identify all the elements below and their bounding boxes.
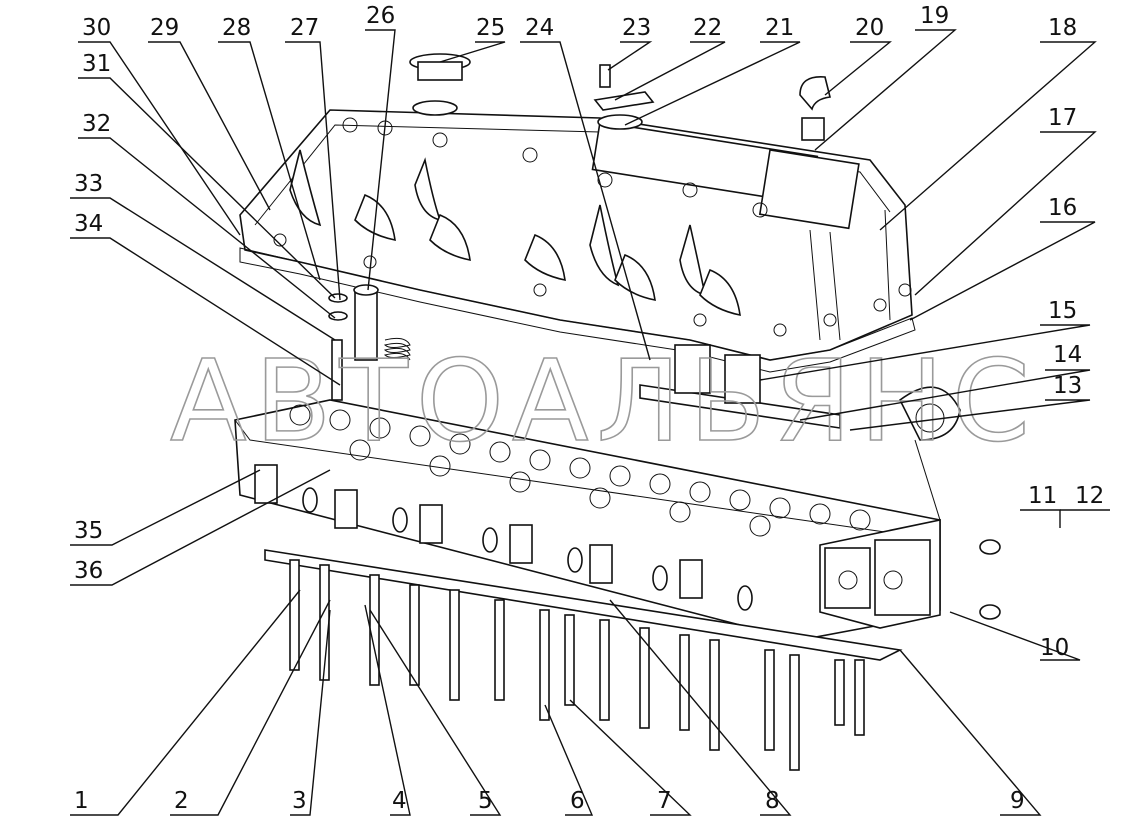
- callout-16: 16: [1048, 195, 1077, 221]
- callout-23: 23: [622, 15, 651, 41]
- callout-13: 13: [1053, 373, 1082, 399]
- cylinder-head: [234, 386, 1001, 641]
- callout-31: 31: [82, 51, 111, 77]
- callout-labels: 1 2 3 4 5 6 7 8 9 10 11 12 13 14 15 16 1…: [74, 3, 1104, 814]
- callout-12: 12: [1075, 483, 1104, 509]
- callout-20: 20: [855, 15, 884, 41]
- callout-22: 22: [693, 15, 722, 41]
- callout-24: 24: [525, 15, 554, 41]
- callout-11: 11: [1028, 483, 1057, 509]
- callout-8: 8: [765, 788, 780, 814]
- callout-5: 5: [478, 788, 493, 814]
- valve-components: [328, 284, 411, 401]
- callout-14: 14: [1053, 342, 1082, 368]
- callout-30: 30: [82, 15, 111, 41]
- callout-28: 28: [222, 15, 251, 41]
- callout-1: 1: [74, 788, 89, 814]
- callout-3: 3: [292, 788, 307, 814]
- callout-15: 15: [1048, 298, 1077, 324]
- callout-32: 32: [82, 111, 111, 137]
- callout-33: 33: [74, 171, 103, 197]
- callout-6: 6: [570, 788, 585, 814]
- callout-25: 25: [476, 15, 505, 41]
- callout-29: 29: [150, 15, 179, 41]
- callout-27: 27: [290, 15, 319, 41]
- gasket-strip: [639, 344, 841, 429]
- head-bolts: [264, 549, 903, 771]
- callout-2: 2: [174, 788, 189, 814]
- valve-cover: [239, 53, 916, 373]
- callout-34: 34: [74, 211, 103, 237]
- callout-9: 9: [1010, 788, 1025, 814]
- callout-21: 21: [765, 15, 794, 41]
- callout-36: 36: [74, 558, 103, 584]
- callout-17: 17: [1048, 105, 1077, 131]
- callout-26: 26: [366, 3, 395, 29]
- callout-19: 19: [920, 3, 949, 29]
- callout-35: 35: [74, 518, 103, 544]
- callout-10: 10: [1040, 635, 1069, 661]
- callout-4: 4: [392, 788, 407, 814]
- leader-lines: [70, 29, 1110, 816]
- callout-7: 7: [657, 788, 672, 814]
- callout-18: 18: [1048, 15, 1077, 41]
